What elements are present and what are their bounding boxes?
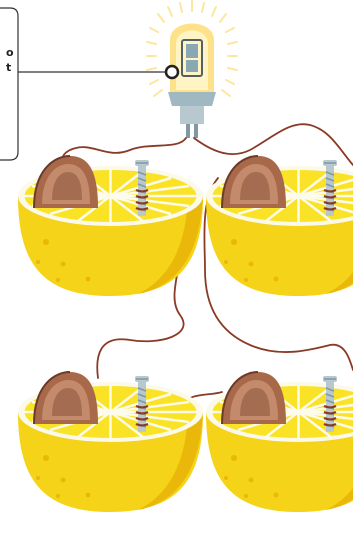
copper-coin-icon — [34, 156, 98, 208]
callout-line2: t — [6, 61, 11, 74]
lemon-cell-top-right — [206, 156, 353, 296]
copper-coin-icon — [222, 372, 286, 424]
light-bulb-icon — [147, 1, 237, 138]
lemon-cell-bottom-left — [18, 372, 203, 512]
copper-coin-icon — [222, 156, 286, 208]
callout-line1: o — [6, 46, 14, 59]
lemon-cell-top-left — [18, 156, 203, 296]
lemon-cell-bottom-right — [206, 372, 353, 512]
callout-box: o t — [0, 8, 166, 160]
copper-coin-icon — [34, 372, 98, 424]
